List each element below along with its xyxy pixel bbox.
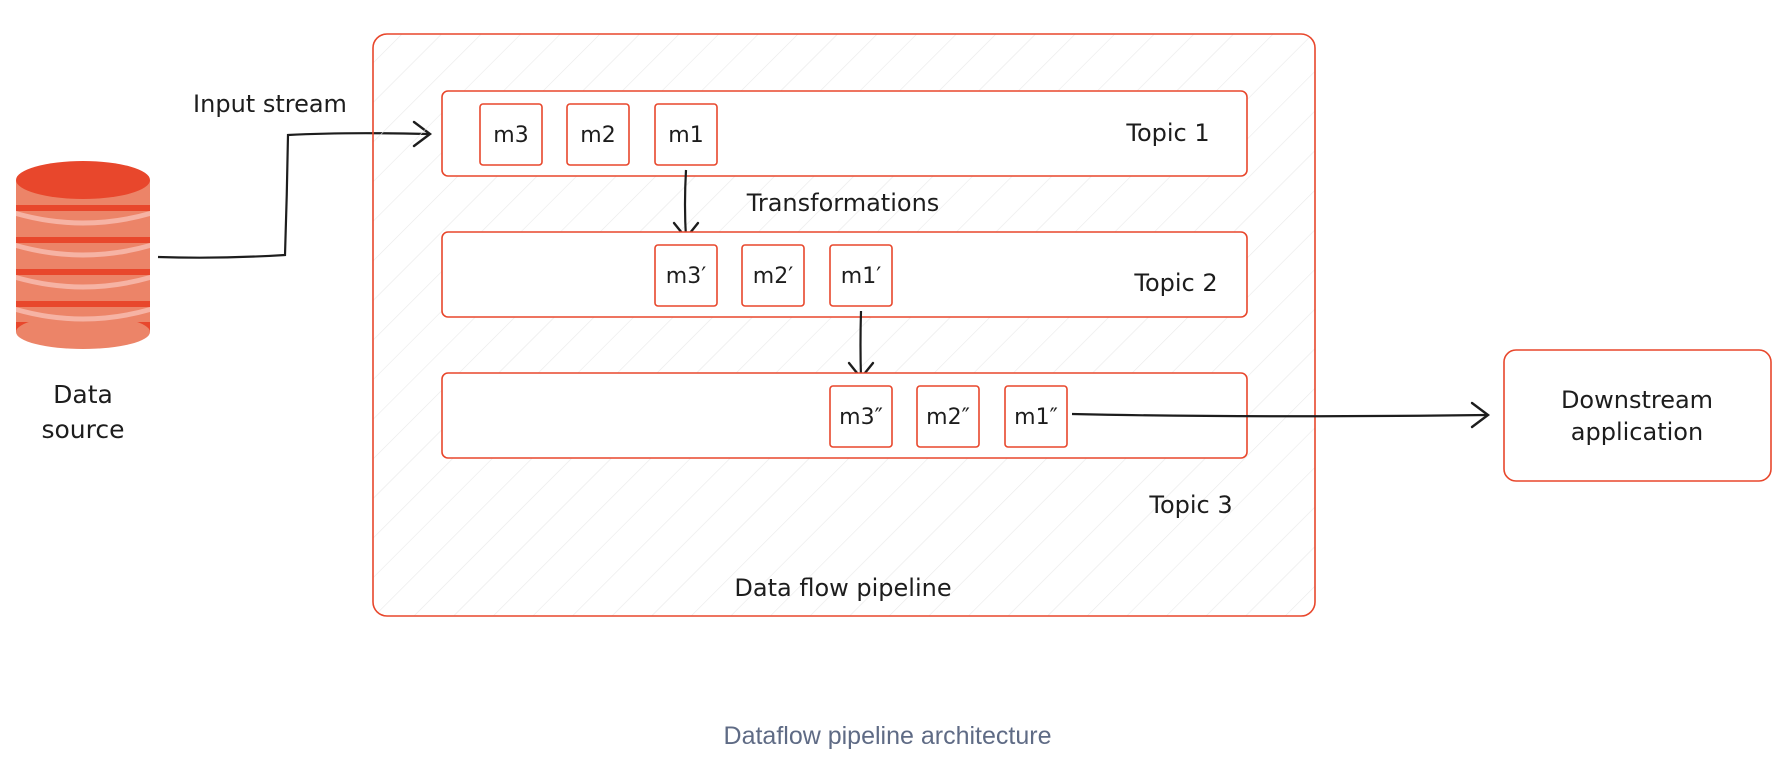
message-box (654, 103, 718, 166)
transform-arrow-1 (683, 169, 688, 239)
figure-caption: Dataflow pipeline architecture (723, 722, 1052, 750)
topic-1-label: Topic 1 (1125, 119, 1209, 147)
downstream-label-line1: Downstream (1561, 386, 1713, 414)
message-box (654, 244, 718, 307)
message-box (916, 385, 980, 448)
topic-2-label: Topic 2 (1133, 269, 1217, 297)
message-label: m3′ (666, 264, 706, 289)
pipeline-label: Data flow pipeline (734, 574, 951, 602)
message-box (1004, 385, 1068, 448)
message-box (566, 103, 630, 166)
output-arrow (1071, 412, 1488, 418)
output-arrowhead (1470, 401, 1490, 429)
dataflow-diagram: Data source Input stream Data flow pipel… (16, 33, 1772, 617)
message-label: m2″ (926, 405, 970, 430)
data-source-label-line2: source (41, 415, 124, 444)
database-icon (16, 161, 150, 349)
message-label: m2 (580, 123, 615, 148)
message-label: m1 (668, 123, 703, 148)
input-stream-arrow (157, 132, 429, 259)
message-box (741, 244, 805, 307)
data-source-label-line1: Data (53, 380, 113, 409)
message-label: m3″ (839, 405, 883, 430)
transform-arrow-2 (859, 310, 863, 379)
message-box (829, 244, 893, 307)
message-box (829, 385, 893, 448)
topic-3-label: Topic 3 (1148, 491, 1232, 519)
topic-1-box (441, 90, 1248, 177)
downstream-application-box (1503, 349, 1772, 482)
message-label: m1′ (841, 264, 881, 289)
input-stream-label: Input stream (193, 90, 347, 118)
message-label: m3 (493, 123, 528, 148)
message-label: m2′ (753, 264, 793, 289)
downstream-label-line2: application (1571, 418, 1703, 446)
message-label: m1″ (1014, 405, 1058, 430)
transformations-label: Transformations (746, 189, 940, 217)
message-box (479, 103, 543, 166)
pipeline-container (372, 33, 1316, 617)
